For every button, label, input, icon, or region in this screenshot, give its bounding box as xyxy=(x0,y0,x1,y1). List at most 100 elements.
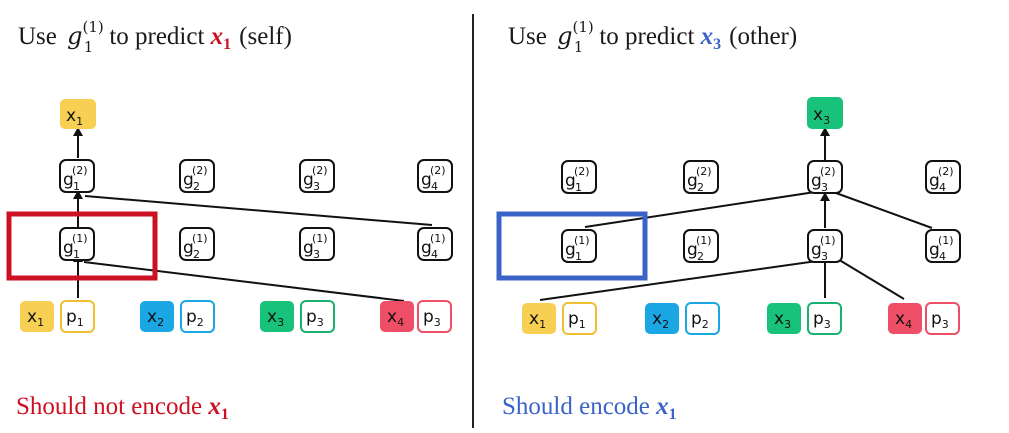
svg-text:4: 4 xyxy=(431,248,438,261)
left-g2-row: g 1 (2) g 2 (2) g 3 (2) g 4 (2) xyxy=(59,159,453,193)
right-input-row: x1 p1 x2 p2 x3 p3 x4 p3 xyxy=(522,302,960,335)
left-x2-token: x2 xyxy=(140,301,174,332)
left-g3-1-node: g 3 (1) xyxy=(299,227,335,261)
svg-text:g: g xyxy=(811,171,822,191)
svg-text:p1: p1 xyxy=(66,307,84,329)
arrowhead-x1-left xyxy=(73,127,83,136)
left-x4-token: x4 xyxy=(380,301,414,332)
svg-text:g: g xyxy=(687,171,698,191)
right-g2-1-node: g 2 (1) xyxy=(683,229,719,263)
left-g4-1-node: g 4 (1) xyxy=(417,227,453,261)
left-g2-1-node: g 2 (1) xyxy=(179,227,215,261)
svg-text:x4: x4 xyxy=(387,307,404,329)
edge-x4-to-g1-1-left xyxy=(83,261,405,302)
svg-text:1: 1 xyxy=(73,180,80,193)
svg-text:g: g xyxy=(63,238,74,258)
svg-text:2: 2 xyxy=(697,181,704,194)
svg-text:4: 4 xyxy=(939,250,946,263)
svg-text:g: g xyxy=(687,240,698,260)
right-p3-token: p3 xyxy=(807,302,842,335)
left-p1-token: p1 xyxy=(60,300,95,333)
right-g4-2-node: g 4 (2) xyxy=(925,160,961,194)
svg-text:2: 2 xyxy=(697,250,704,263)
left-g3-2-node: g 3 (2) xyxy=(299,159,335,193)
svg-text:g: g xyxy=(421,170,432,190)
svg-text:(1): (1) xyxy=(696,234,712,247)
svg-text:g: g xyxy=(303,170,314,190)
edge-x1-to-g3-1-right xyxy=(539,260,818,301)
svg-text:(2): (2) xyxy=(820,165,836,178)
svg-text:4: 4 xyxy=(939,181,946,194)
left-g4-2-node: g 4 (2) xyxy=(417,159,453,193)
svg-text:g: g xyxy=(183,238,194,258)
svg-text:p3: p3 xyxy=(813,309,831,331)
svg-text:(2): (2) xyxy=(696,165,712,178)
svg-text:x1: x1 xyxy=(66,106,83,128)
svg-text:(2): (2) xyxy=(938,165,954,178)
svg-text:x2: x2 xyxy=(147,307,164,329)
right-g1-1-node: g 1 (1) xyxy=(561,229,597,263)
svg-text:p3: p3 xyxy=(306,307,324,329)
svg-text:1: 1 xyxy=(575,250,582,263)
svg-text:(1): (1) xyxy=(938,234,954,247)
svg-text:4: 4 xyxy=(431,180,438,193)
svg-text:(2): (2) xyxy=(192,164,208,177)
arrowhead-g3-2-right xyxy=(820,192,830,201)
right-x3-token: x3 xyxy=(767,303,801,334)
svg-text:g: g xyxy=(183,170,194,190)
left-x1-token: x1 xyxy=(20,301,54,332)
edge-g4-1-to-g1-2-left xyxy=(84,195,433,226)
left-output-node: x1 xyxy=(60,99,96,129)
svg-text:x3: x3 xyxy=(267,307,284,329)
svg-text:g: g xyxy=(565,240,576,260)
right-x1-token: x1 xyxy=(522,303,556,334)
svg-text:2: 2 xyxy=(193,180,200,193)
right-caption: Should encode x1 xyxy=(502,393,677,423)
right-p1-token: p1 xyxy=(562,302,597,335)
svg-text:p3: p3 xyxy=(931,309,949,331)
svg-text:x1: x1 xyxy=(529,309,546,331)
left-g1-2-node: g 1 (2) xyxy=(59,159,95,193)
svg-text:x1: x1 xyxy=(27,307,44,329)
svg-text:(1): (1) xyxy=(430,232,446,245)
svg-text:2: 2 xyxy=(193,248,200,261)
svg-text:(2): (2) xyxy=(430,164,446,177)
right-g3-1-node: g 3 (1) xyxy=(807,229,843,263)
svg-text:(1): (1) xyxy=(820,234,836,247)
left-p2-token: p2 xyxy=(180,300,215,333)
svg-text:g: g xyxy=(929,171,940,191)
svg-text:(1): (1) xyxy=(192,232,208,245)
edge-g1-1-to-g3-2-right xyxy=(584,191,816,228)
svg-text:3: 3 xyxy=(313,180,320,193)
right-g3-2-node: g 3 (2) xyxy=(807,160,843,194)
right-x2-token: x2 xyxy=(645,303,679,334)
right-edges xyxy=(539,130,933,301)
edge-g4-1-to-g3-2-right xyxy=(835,192,933,229)
svg-text:g: g xyxy=(565,171,576,191)
edge-x4-to-g3-1-right xyxy=(835,257,905,300)
right-x4-token: x4 xyxy=(888,303,922,334)
svg-text:x3: x3 xyxy=(813,105,830,127)
svg-text:x2: x2 xyxy=(652,309,669,331)
left-g1-1-node: g 1 (1) xyxy=(59,227,95,261)
svg-text:x4: x4 xyxy=(895,309,912,331)
left-x3-token: x3 xyxy=(260,301,294,332)
arrowhead-g1-2-left xyxy=(73,190,83,199)
svg-text:3: 3 xyxy=(313,248,320,261)
left-caption: Should not encode x1 xyxy=(16,393,229,423)
svg-text:(1): (1) xyxy=(72,232,88,245)
right-p2-token: p2 xyxy=(685,302,720,335)
svg-text:(1): (1) xyxy=(574,234,590,247)
svg-text:3: 3 xyxy=(821,250,828,263)
right-g1-2-node: g 1 (2) xyxy=(561,160,597,194)
right-p4-token: p3 xyxy=(925,302,960,335)
svg-text:g: g xyxy=(811,240,822,260)
right-output-node: x3 xyxy=(807,97,843,129)
left-p3-token: p3 xyxy=(300,300,335,333)
svg-text:p1: p1 xyxy=(568,309,586,331)
right-g4-1-node: g 4 (1) xyxy=(925,229,961,263)
